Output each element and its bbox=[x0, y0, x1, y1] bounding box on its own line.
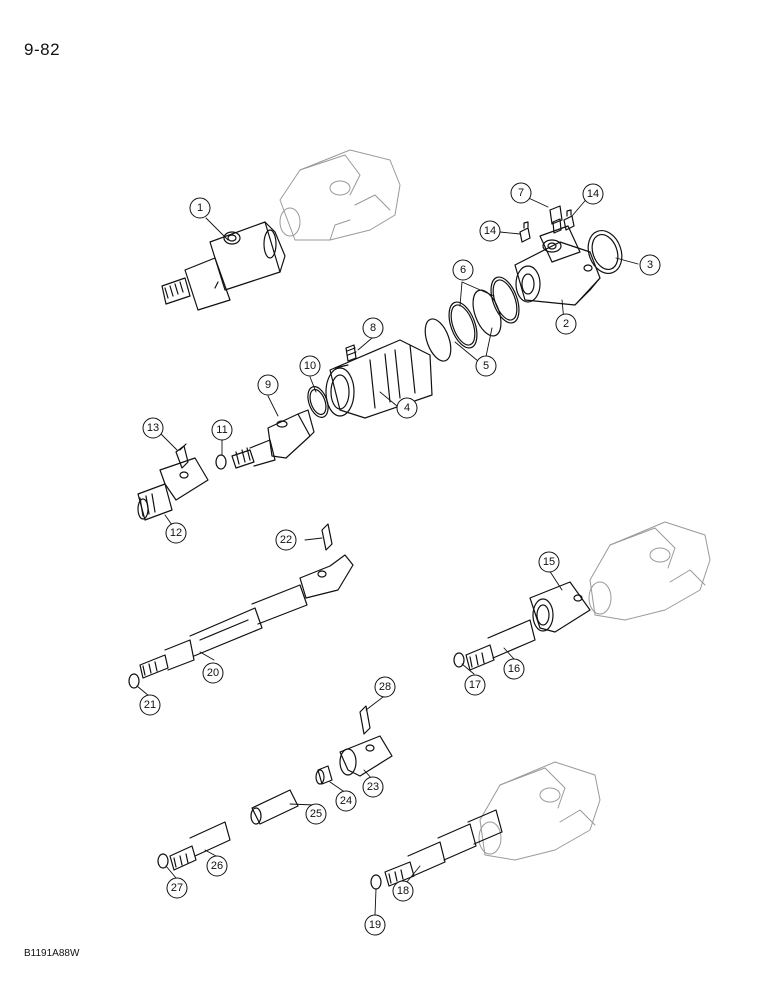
callout-7: 7 bbox=[510, 182, 532, 204]
part-24-bushing bbox=[315, 765, 333, 785]
part-14-fitting-left bbox=[519, 221, 531, 243]
part-3-snap-ring bbox=[587, 230, 623, 274]
callout-27: 27 bbox=[166, 877, 188, 899]
callout-14b: 14 bbox=[582, 183, 604, 205]
svg-text:23: 23 bbox=[367, 781, 379, 793]
svg-text:8: 8 bbox=[370, 322, 376, 334]
svg-text:3: 3 bbox=[647, 259, 653, 271]
part-21-o-ring bbox=[128, 673, 140, 689]
callout-19: 19 bbox=[364, 914, 386, 936]
part-28-clip bbox=[359, 705, 371, 735]
part-7-fitting bbox=[549, 205, 563, 234]
part-2-valve-body bbox=[514, 225, 601, 306]
svg-text:14: 14 bbox=[587, 188, 599, 200]
part-14-fitting-right bbox=[563, 209, 575, 231]
svg-text:28: 28 bbox=[379, 681, 391, 693]
callout-18: 18 bbox=[392, 880, 414, 902]
callout-3: 3 bbox=[639, 254, 661, 276]
callout-24: 24 bbox=[335, 790, 357, 812]
callout-2: 2 bbox=[555, 313, 577, 335]
part-25-spacer bbox=[250, 789, 299, 825]
leader-lines bbox=[136, 194, 639, 916]
part-1-spool-assembly bbox=[161, 221, 286, 311]
svg-text:9: 9 bbox=[265, 379, 271, 391]
part-23-sleeve bbox=[339, 735, 393, 777]
callout-8: 8 bbox=[362, 317, 384, 339]
svg-text:18: 18 bbox=[397, 885, 409, 897]
part-18-spool bbox=[384, 809, 503, 887]
callout-6: 6 bbox=[452, 259, 474, 281]
part-26-spool bbox=[169, 821, 231, 871]
svg-text:19: 19 bbox=[369, 919, 381, 931]
part-8-set-screw bbox=[345, 344, 357, 362]
page-number: 9-82 bbox=[24, 40, 61, 59]
svg-text:1: 1 bbox=[197, 202, 203, 214]
svg-text:25: 25 bbox=[310, 808, 322, 820]
callouts: 1 2 3 4 5 6 7 8 9 10 11 12 13 14 14 15 1… bbox=[139, 182, 661, 936]
part-11-o-ring bbox=[215, 454, 227, 470]
ghost-valve-housing-bottom bbox=[478, 761, 601, 861]
svg-text:15: 15 bbox=[543, 556, 555, 568]
part-5-6-o-rings bbox=[424, 276, 520, 362]
figure-code: B1191A88W bbox=[24, 948, 80, 959]
svg-text:21: 21 bbox=[144, 699, 156, 711]
svg-text:14: 14 bbox=[484, 225, 496, 237]
callout-1: 1 bbox=[189, 197, 211, 219]
part-15-sleeve bbox=[529, 581, 591, 633]
callout-4: 4 bbox=[396, 397, 418, 419]
callout-25: 25 bbox=[305, 803, 327, 825]
part-10-o-ring bbox=[307, 386, 329, 418]
part-20-long-shaft bbox=[139, 554, 354, 679]
callout-28: 28 bbox=[374, 676, 396, 698]
part-4-spool-sleeve bbox=[325, 339, 433, 419]
callout-16: 16 bbox=[503, 658, 525, 680]
ghost-valve-housing-middle bbox=[588, 521, 711, 621]
part-12-detent bbox=[137, 457, 209, 521]
svg-text:4: 4 bbox=[404, 402, 410, 414]
callout-11: 11 bbox=[211, 419, 233, 441]
part-27-o-ring bbox=[157, 853, 169, 869]
svg-text:16: 16 bbox=[508, 663, 520, 675]
callout-9: 9 bbox=[257, 374, 279, 396]
svg-text:22: 22 bbox=[280, 534, 292, 546]
svg-text:10: 10 bbox=[304, 360, 316, 372]
svg-text:26: 26 bbox=[211, 860, 223, 872]
part-16-spool bbox=[465, 619, 536, 671]
svg-text:27: 27 bbox=[171, 882, 183, 894]
part-9-spool bbox=[231, 409, 315, 469]
part-17-o-ring bbox=[453, 652, 465, 668]
callout-15: 15 bbox=[538, 551, 560, 573]
callout-21: 21 bbox=[139, 694, 161, 716]
callout-14a: 14 bbox=[479, 220, 501, 242]
ghost-valve-housing-top bbox=[279, 149, 401, 241]
svg-text:13: 13 bbox=[147, 422, 159, 434]
svg-text:2: 2 bbox=[563, 318, 569, 330]
svg-text:17: 17 bbox=[469, 679, 481, 691]
svg-text:5: 5 bbox=[483, 360, 489, 372]
callout-13: 13 bbox=[142, 417, 164, 439]
callout-20: 20 bbox=[202, 662, 224, 684]
callout-26: 26 bbox=[206, 855, 228, 877]
callout-5: 5 bbox=[475, 355, 497, 377]
callout-10: 10 bbox=[299, 355, 321, 377]
callout-22: 22 bbox=[275, 529, 297, 551]
callout-23: 23 bbox=[362, 776, 384, 798]
part-22-clip bbox=[321, 523, 333, 551]
svg-text:20: 20 bbox=[207, 667, 219, 679]
part-19-o-ring bbox=[370, 874, 382, 890]
callout-12: 12 bbox=[165, 522, 187, 544]
callout-17: 17 bbox=[464, 674, 486, 696]
svg-text:12: 12 bbox=[170, 527, 182, 539]
svg-text:11: 11 bbox=[216, 424, 227, 436]
svg-text:6: 6 bbox=[460, 264, 466, 276]
svg-text:7: 7 bbox=[518, 187, 524, 199]
svg-text:24: 24 bbox=[340, 795, 352, 807]
